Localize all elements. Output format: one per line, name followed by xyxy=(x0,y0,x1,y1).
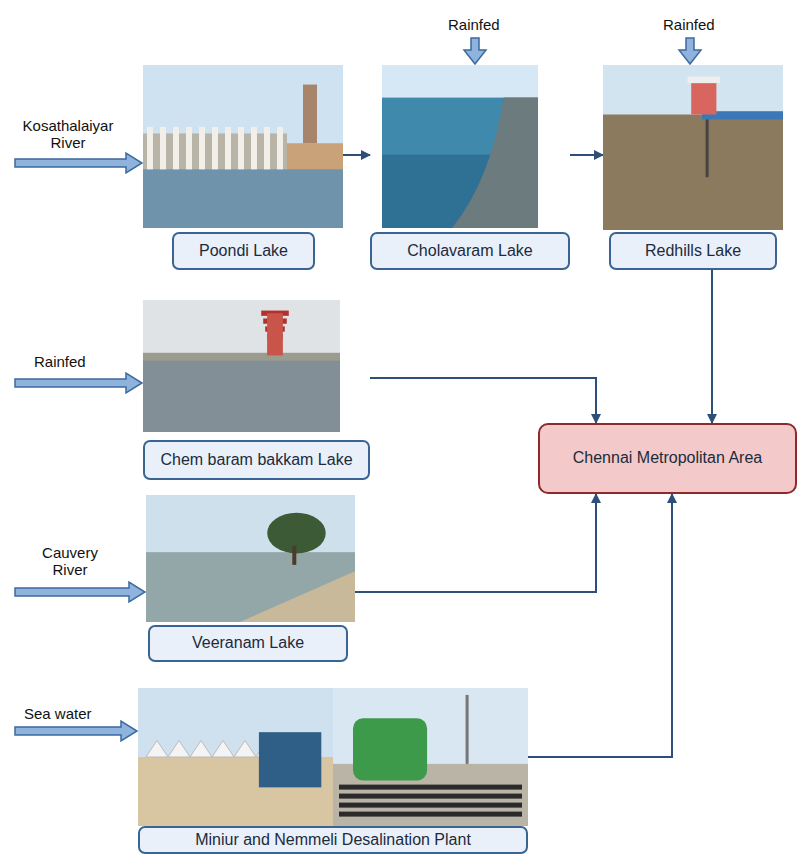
lake-name: Cholavaram Lake xyxy=(407,242,532,260)
illustration-shape xyxy=(143,65,343,228)
illustration-shape xyxy=(267,313,283,355)
inflow-label: Rainfed xyxy=(34,353,86,370)
flow-connector xyxy=(355,494,596,592)
rain-inflow-arrow xyxy=(679,38,701,64)
lake-photo xyxy=(603,65,783,230)
illustration-shape xyxy=(603,115,783,231)
flow-connector xyxy=(528,494,672,757)
illustration-shape xyxy=(143,166,343,228)
illustration-shape xyxy=(466,695,469,764)
illustration-shape xyxy=(199,127,205,169)
illustration-shape xyxy=(353,718,427,780)
lake-photo xyxy=(143,300,340,432)
caption-box: Poondi Lake xyxy=(172,232,315,270)
illustration-shape xyxy=(146,552,355,622)
illustration-shape xyxy=(382,98,538,228)
lake-photo xyxy=(146,495,355,622)
illustration-shape xyxy=(706,119,709,177)
source-node: Chem baram bakkam Lake xyxy=(143,300,370,480)
caption-box: Veeranam Lake xyxy=(148,625,348,662)
inflow-label: Cauvery River xyxy=(30,544,110,579)
caption-box: Cholavaram Lake xyxy=(370,232,570,270)
illustration-shape xyxy=(234,740,256,757)
illustration-shape xyxy=(339,812,522,817)
rain-inflow-arrow xyxy=(464,38,486,64)
illustration-shape xyxy=(240,571,355,622)
illustration-shape xyxy=(382,65,538,228)
lake-name: Redhills Lake xyxy=(645,242,741,260)
lake-name: Chem baram bakkam Lake xyxy=(160,451,352,469)
illustration-shape xyxy=(146,495,355,622)
flow-connector xyxy=(570,154,603,156)
illustration-shape xyxy=(267,513,326,554)
source-node: Redhills Lake xyxy=(603,65,783,270)
illustration-shape xyxy=(452,98,538,228)
illustration-shape xyxy=(225,127,231,169)
river-inflow-arrow xyxy=(15,153,142,173)
illustration-shape xyxy=(264,127,270,169)
flow-connector xyxy=(343,154,370,156)
illustration-shape xyxy=(146,740,168,757)
sea-inflow-arrow xyxy=(15,721,137,741)
inflow-label: Rainfed xyxy=(448,16,500,33)
river-inflow-arrow xyxy=(15,582,145,602)
illustration-shape xyxy=(138,688,333,826)
illustration-shape xyxy=(339,794,522,799)
lake-photo xyxy=(138,688,528,826)
illustration-shape xyxy=(277,127,283,169)
lake-name: Miniur and Nemmeli Desalination Plant xyxy=(195,831,471,849)
illustration-shape xyxy=(238,127,244,169)
illustration-shape xyxy=(186,127,192,169)
illustration-shape xyxy=(212,740,234,757)
caption-box: Redhills Lake xyxy=(609,232,777,270)
illustration-shape xyxy=(287,143,343,169)
illustration-shape xyxy=(688,77,720,84)
illustration-shape xyxy=(143,353,340,361)
flow-connector xyxy=(711,270,713,423)
destination-box: Chennai Metropolitan Area xyxy=(538,423,797,494)
illustration-shape xyxy=(190,740,212,757)
caption-box: Miniur and Nemmeli Desalination Plant xyxy=(138,826,528,854)
destination-label: Chennai Metropolitan Area xyxy=(573,449,762,467)
illustration-shape xyxy=(603,65,783,230)
lake-name: Poondi Lake xyxy=(199,242,288,260)
illustration-shape xyxy=(160,127,166,169)
source-node: Poondi Lake xyxy=(143,65,343,270)
illustration-shape xyxy=(333,688,528,826)
illustration-shape xyxy=(147,127,153,169)
inflow-label: Kosathalaiyar River xyxy=(12,117,124,152)
lake-name: Veeranam Lake xyxy=(192,634,304,652)
illustration-shape xyxy=(173,127,179,169)
illustration-shape xyxy=(212,127,218,169)
inflow-label: Sea water xyxy=(24,705,92,722)
flow-connector xyxy=(370,378,596,423)
caption-box: Chem baram bakkam Lake xyxy=(143,440,370,480)
illustration-shape xyxy=(339,785,522,790)
illustration-shape xyxy=(303,85,317,144)
illustration-shape xyxy=(259,732,321,787)
illustration-shape xyxy=(339,803,522,808)
illustration-shape xyxy=(691,82,716,115)
source-node: Cholavaram Lake xyxy=(370,65,570,270)
source-node: Veeranam Lake xyxy=(146,495,355,662)
inflow-label: Rainfed xyxy=(663,16,715,33)
input-arrow-group xyxy=(15,38,701,741)
illustration-shape xyxy=(251,127,257,169)
illustration-shape xyxy=(168,740,190,757)
lake-photo xyxy=(143,65,343,228)
illustration-shape xyxy=(292,546,296,565)
source-node: Miniur and Nemmeli Desalination Plant xyxy=(138,688,528,854)
lake-photo xyxy=(382,65,538,228)
rain-inflow-arrow xyxy=(15,373,142,393)
illustration-shape xyxy=(143,300,340,432)
illustration-shape xyxy=(143,359,340,432)
